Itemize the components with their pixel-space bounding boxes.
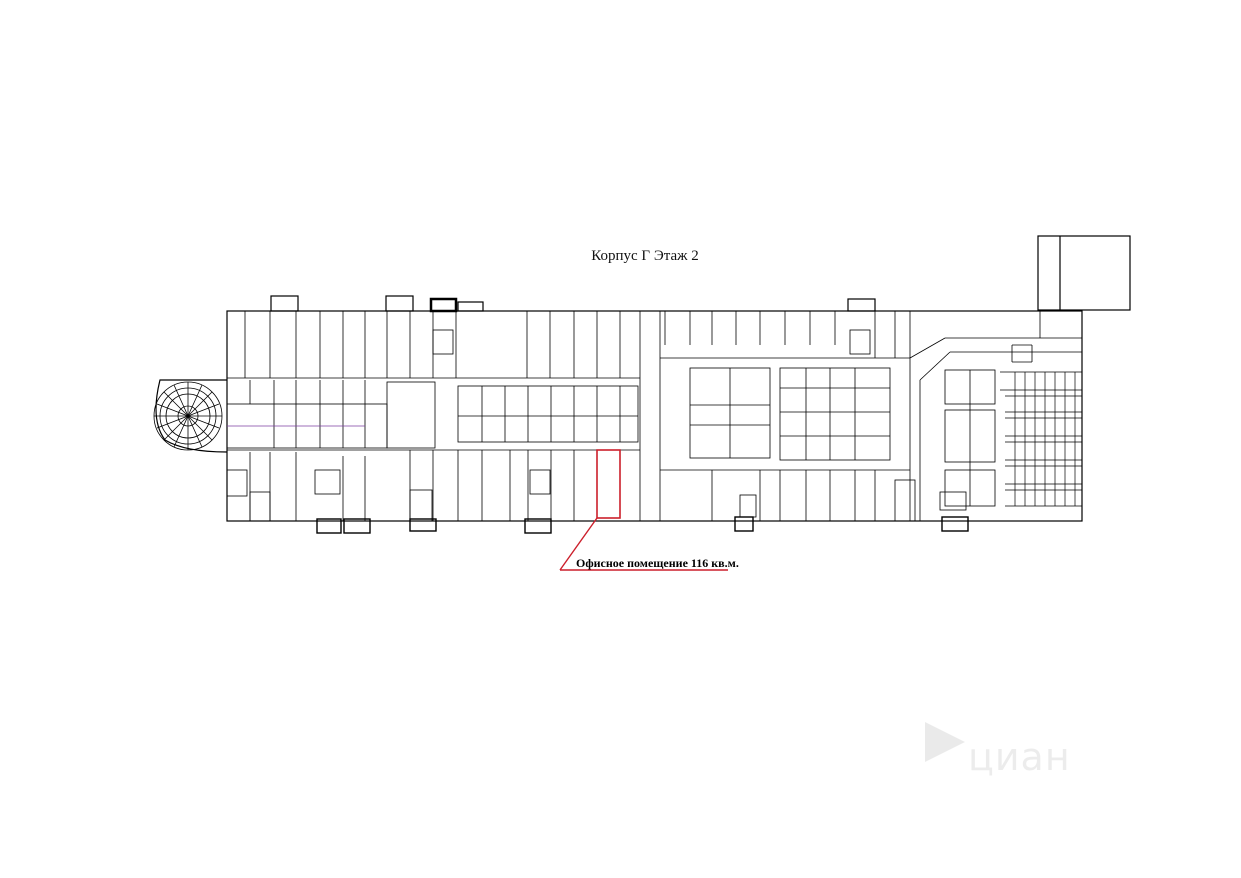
cian-logo-icon xyxy=(925,722,965,762)
building-outline xyxy=(155,235,1131,522)
spiral-ramp xyxy=(153,381,223,451)
office-callout-label: Офисное помещение 116 кв.м. xyxy=(576,556,739,570)
interior-walls xyxy=(226,311,1082,522)
watermark-logo: циан xyxy=(968,735,1071,779)
stair-blocks xyxy=(314,329,969,534)
plan-title: Корпус Г Этаж 2 xyxy=(591,248,699,264)
highlighted-office xyxy=(596,449,621,519)
parking-grid xyxy=(1000,371,1082,507)
callout-leader xyxy=(559,517,728,571)
